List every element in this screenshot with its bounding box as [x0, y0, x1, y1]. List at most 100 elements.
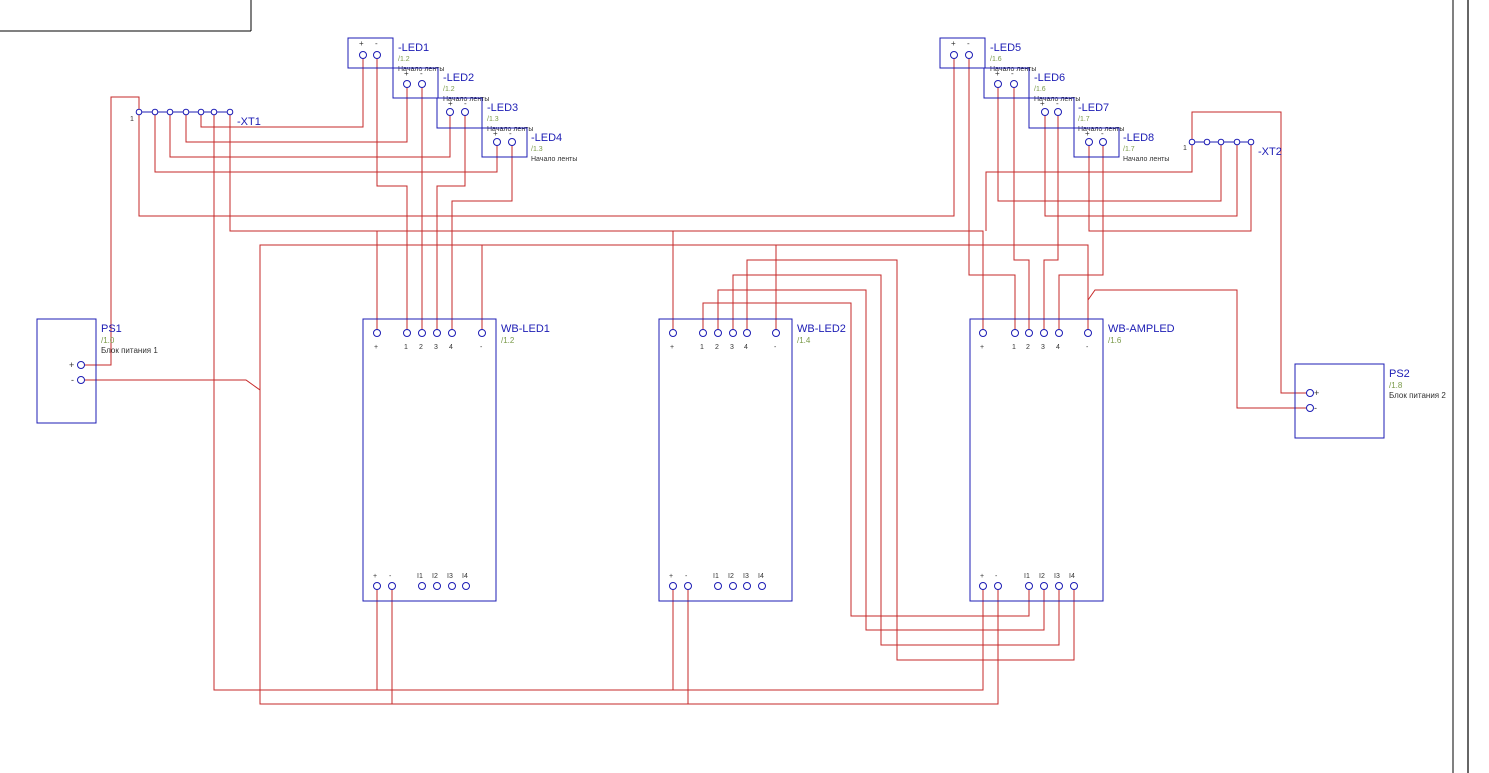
svg-text:+: + [995, 69, 1000, 78]
ps1-pin-plus[interactable] [77, 361, 85, 369]
ps2-name: PS2 [1389, 368, 1410, 380]
svg-text:-: - [774, 344, 777, 351]
svg-text:/1.4: /1.4 [797, 336, 811, 345]
svg-text:Начало ленты: Начало ленты [1123, 156, 1169, 163]
svg-text:Начало ленты: Начало ленты [1034, 96, 1080, 103]
svg-text:I3: I3 [743, 573, 749, 580]
svg-text:2: 2 [1026, 344, 1030, 351]
svg-text:I1: I1 [713, 573, 719, 580]
led6-name: -LED6 [1034, 72, 1065, 84]
svg-text:+: + [374, 344, 378, 351]
ps1-name: PS1 [101, 323, 122, 335]
ps2-pin-minus-label: - [1314, 403, 1317, 413]
svg-text:/1.2: /1.2 [443, 86, 455, 93]
led2[interactable]: + - -LED2 /1.2 Начало ленты [392, 67, 489, 103]
ps1-desc: Блок питания 1 [101, 346, 158, 355]
svg-text:Начало ленты: Начало ленты [443, 96, 489, 103]
svg-text:-: - [685, 573, 688, 580]
svg-text:Начало ленты: Начало ленты [487, 126, 533, 133]
svg-text:I2: I2 [1039, 573, 1045, 580]
xt2-terminal-block[interactable]: 1 -XT2 [1183, 138, 1282, 158]
led4[interactable]: + - -LED4 /1.3 Начало ленты [481, 127, 577, 163]
module-wb-led1[interactable]: WB-LED1 /1.2 + 1 2 3 4 - + - I1 I2 I3 I4 [362, 318, 550, 602]
svg-text:3: 3 [434, 344, 438, 351]
svg-text:+: + [669, 573, 673, 580]
svg-text:+: + [980, 573, 984, 580]
svg-text:I4: I4 [758, 573, 764, 580]
svg-text:-: - [464, 99, 467, 108]
svg-text:-: - [995, 573, 998, 580]
svg-text:+: + [951, 39, 956, 48]
svg-text:-: - [1086, 344, 1089, 351]
svg-text:-: - [1101, 129, 1104, 138]
svg-text:/1.6: /1.6 [990, 56, 1002, 63]
ps2-pin-plus[interactable] [1306, 389, 1314, 397]
wires [81, 55, 1308, 705]
svg-text:1: 1 [700, 344, 704, 351]
svg-text:Начало ленты: Начало ленты [531, 156, 577, 163]
svg-text:/1.6: /1.6 [1034, 86, 1046, 93]
svg-text:I3: I3 [1054, 573, 1060, 580]
svg-text:I3: I3 [447, 573, 453, 580]
svg-text:-: - [967, 39, 970, 48]
led5[interactable]: + - -LED5 /1.6 Начало ленты [939, 37, 1036, 73]
svg-text:+: + [404, 69, 409, 78]
svg-text:Начало ленты: Начало ленты [990, 66, 1036, 73]
svg-text:+: + [1040, 99, 1045, 108]
svg-text:-: - [509, 129, 512, 138]
module-wb-led2-name: WB-LED2 [797, 323, 846, 335]
ps1-power-supply[interactable]: PS1 /1.0 Блок питания 1 + - [36, 318, 158, 424]
svg-text:/1.3: /1.3 [487, 116, 499, 123]
module-wb-ampled-name: WB-AMPLED [1108, 323, 1175, 335]
led1[interactable]: + - -LED1 /1.2 Начало ленты [347, 37, 444, 73]
led7[interactable]: + - -LED7 /1.7 Начало ленты [1028, 97, 1124, 133]
svg-text:-: - [389, 573, 392, 580]
ps2-pin-minus[interactable] [1306, 404, 1314, 412]
led5-name: -LED5 [990, 42, 1021, 54]
svg-text:3: 3 [1041, 344, 1045, 351]
ps1-pin-minus[interactable] [77, 376, 85, 384]
svg-text:/1.7: /1.7 [1078, 116, 1090, 123]
led6[interactable]: + - -LED6 /1.6 Начало ленты [983, 67, 1080, 103]
svg-text:-: - [480, 344, 483, 351]
ps2-ref: /1.8 [1389, 381, 1403, 390]
svg-text:I4: I4 [1069, 573, 1075, 580]
led2-name: -LED2 [443, 72, 474, 84]
led8[interactable]: + - -LED8 /1.7 Начало ленты [1073, 127, 1169, 163]
svg-text:2: 2 [419, 344, 423, 351]
led8-name: -LED8 [1123, 132, 1154, 144]
svg-text:I1: I1 [417, 573, 423, 580]
xt2-name: -XT2 [1258, 146, 1282, 158]
svg-text:Начало ленты: Начало ленты [1078, 126, 1124, 133]
xt1-first-pin: 1 [130, 116, 134, 123]
svg-text:I1: I1 [1024, 573, 1030, 580]
xt1-name: -XT1 [237, 116, 261, 128]
led4-name: -LED4 [531, 132, 562, 144]
ps2-power-supply[interactable]: PS2 /1.8 Блок питания 2 + - [1294, 363, 1446, 439]
svg-text:4: 4 [1056, 344, 1060, 351]
svg-text:/1.7: /1.7 [1123, 146, 1135, 153]
svg-text:+: + [359, 39, 364, 48]
xt2-first-pin: 1 [1183, 145, 1187, 152]
svg-text:-: - [375, 39, 378, 48]
ps2-pin-plus-label: + [1314, 388, 1319, 398]
svg-text:-: - [1056, 99, 1059, 108]
module-wb-led2[interactable]: WB-LED2 /1.4 + 1 2 3 4 - + - I1 I2 I3 I4 [658, 318, 846, 602]
svg-text:2: 2 [715, 344, 719, 351]
svg-text:1: 1 [1012, 344, 1016, 351]
svg-text:-: - [420, 69, 423, 78]
ps1-pin-plus-label: + [69, 360, 74, 370]
svg-text:I2: I2 [432, 573, 438, 580]
xt1-terminal-block[interactable]: 1 -XT1 [130, 108, 261, 128]
svg-text:-: - [1011, 69, 1014, 78]
svg-text:1: 1 [404, 344, 408, 351]
ps1-pin-minus-label: - [71, 375, 74, 385]
led1-name: -LED1 [398, 42, 429, 54]
svg-text:/1.6: /1.6 [1108, 336, 1122, 345]
svg-text:+: + [373, 573, 377, 580]
svg-text:4: 4 [449, 344, 453, 351]
led3[interactable]: + - -LED3 /1.3 Начало ленты [436, 97, 533, 133]
led7-name: -LED7 [1078, 102, 1109, 114]
svg-text:I2: I2 [728, 573, 734, 580]
module-wb-ampled[interactable]: WB-AMPLED /1.6 + 1 2 3 4 - + - I1 I2 I3 … [969, 318, 1175, 602]
